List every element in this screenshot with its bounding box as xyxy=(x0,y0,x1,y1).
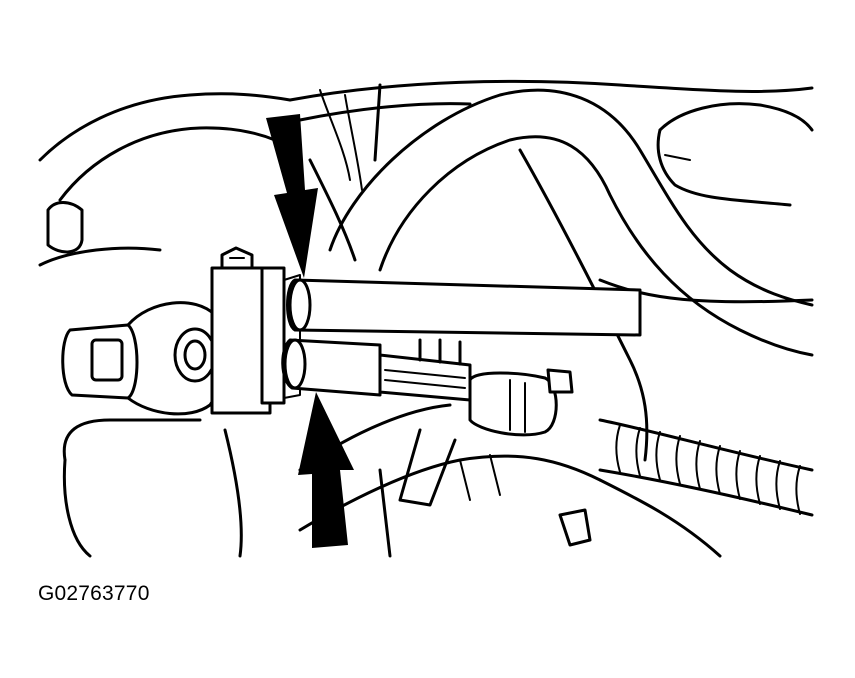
figure-caption: G02763770 xyxy=(38,582,150,605)
lower-tube xyxy=(281,338,574,437)
upper-housing-outline xyxy=(38,79,814,262)
upper-tube xyxy=(286,278,642,337)
lower-bracket xyxy=(298,403,722,558)
right-bracket xyxy=(598,102,814,304)
electrical-connector xyxy=(61,301,224,416)
corrugated-wire-loom xyxy=(598,418,814,517)
arrow-up-icon xyxy=(298,392,354,548)
lower-housing xyxy=(38,201,243,558)
arrow-down-icon xyxy=(266,114,318,278)
large-hose xyxy=(328,88,814,462)
sensor-body xyxy=(210,246,301,415)
